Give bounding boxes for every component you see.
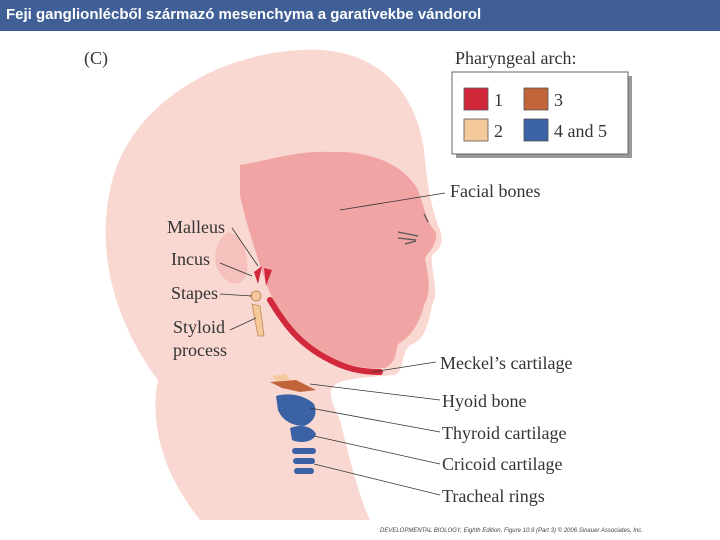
label-incus: Incus — [171, 249, 210, 269]
cricoid-cartilage-shape — [290, 426, 316, 442]
thyroid-cartilage-shape — [276, 394, 316, 426]
label-process: process — [173, 340, 227, 360]
legend-label-45: 4 and 5 — [554, 121, 607, 141]
eye-icon — [397, 231, 419, 245]
panel-label: (C) — [84, 48, 108, 69]
legend-label-3: 3 — [554, 90, 563, 110]
tracheal-ring — [292, 448, 316, 454]
label-facial-bones: Facial bones — [450, 181, 540, 201]
legend-title: Pharyngeal arch: — [455, 48, 576, 68]
hyoid-bone-shape — [270, 380, 316, 392]
label-thyroid-cartilage: Thyroid cartilage — [442, 423, 566, 443]
figure-credit: DEVELOPMENTAL BIOLOGY, Eighth Edition, F… — [380, 528, 643, 534]
legend-swatch-1 — [463, 87, 489, 111]
leader-lines — [219, 192, 446, 496]
styloid-shape — [251, 303, 265, 337]
label-stapes: Stapes — [171, 283, 218, 303]
label-cricoid-cartilage: Cricoid cartilage — [442, 454, 562, 474]
legend: Pharyngeal arch: 1 3 2 4 and 5 — [451, 48, 632, 158]
legend-swatch-2 — [463, 118, 489, 142]
stapes-shape — [250, 290, 262, 302]
legend-label-1: 1 — [494, 90, 503, 110]
label-styloid: Styloid — [173, 317, 225, 337]
label-meckels-cartilage: Meckel’s cartilage — [440, 353, 572, 373]
slide-title: Feji ganglionlécből származó mesenchyma … — [6, 6, 482, 23]
label-hyoid-bone: Hyoid bone — [442, 391, 527, 411]
malleus-shape — [254, 266, 262, 284]
incus-shape — [264, 268, 272, 286]
meckels-cartilage — [267, 297, 383, 375]
hyoid-lesser-horn — [272, 374, 290, 381]
legend-swatch-45 — [523, 118, 549, 142]
title-bar: Feji ganglionlécből származó mesenchyma … — [0, 0, 720, 31]
legend-box — [451, 71, 629, 155]
label-tracheal-rings: Tracheal rings — [442, 486, 545, 506]
tracheal-ring — [294, 468, 314, 474]
facial-bones-region — [240, 151, 437, 369]
legend-label-2: 2 — [494, 121, 503, 141]
legend-swatch-3 — [523, 87, 549, 111]
label-malleus: Malleus — [167, 217, 225, 237]
nose-line — [423, 213, 429, 223]
tracheal-ring — [293, 458, 315, 464]
